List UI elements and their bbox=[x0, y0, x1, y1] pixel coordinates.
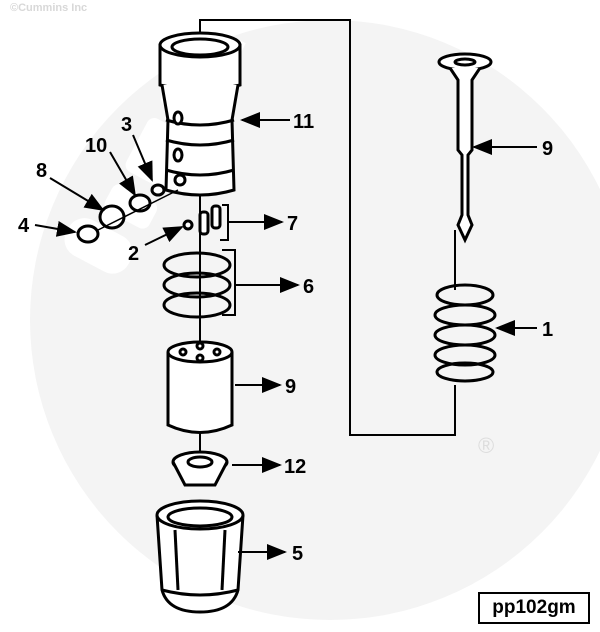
part-nut bbox=[155, 499, 245, 614]
figure-code: pp102gm bbox=[478, 592, 590, 624]
callout-5: 5 bbox=[292, 543, 303, 565]
callout-1: 1 bbox=[542, 319, 553, 341]
callout-11: 11 bbox=[293, 111, 314, 133]
part-filter bbox=[166, 340, 234, 434]
callout-6: 6 bbox=[303, 276, 314, 298]
callout-labels: 11 9 3 10 8 4 7 2 6 1 9 12 5 bbox=[18, 111, 553, 565]
callout-9-plunger: 9 bbox=[542, 138, 553, 160]
part-o-rings bbox=[162, 251, 232, 319]
callout-7: 7 bbox=[287, 213, 298, 235]
part-seat bbox=[171, 450, 229, 487]
leader-arrows bbox=[34, 112, 537, 560]
part-spring bbox=[433, 283, 497, 383]
part-sleeve bbox=[158, 31, 242, 197]
assembly-line bbox=[199, 19, 456, 436]
registered-mark: ® bbox=[478, 433, 494, 458]
copyright-text: ©Cummins Inc bbox=[10, 2, 88, 14]
callout-3: 3 bbox=[121, 114, 132, 136]
callout-9-filter: 9 bbox=[285, 376, 296, 398]
cummins-watermark bbox=[30, 0, 600, 620]
callout-4: 4 bbox=[18, 215, 30, 237]
part-check-valve-set bbox=[76, 183, 222, 244]
callout-8: 8 bbox=[36, 160, 47, 182]
callout-12: 12 bbox=[284, 456, 306, 478]
callout-10: 10 bbox=[85, 135, 107, 157]
callout-2: 2 bbox=[128, 243, 139, 265]
